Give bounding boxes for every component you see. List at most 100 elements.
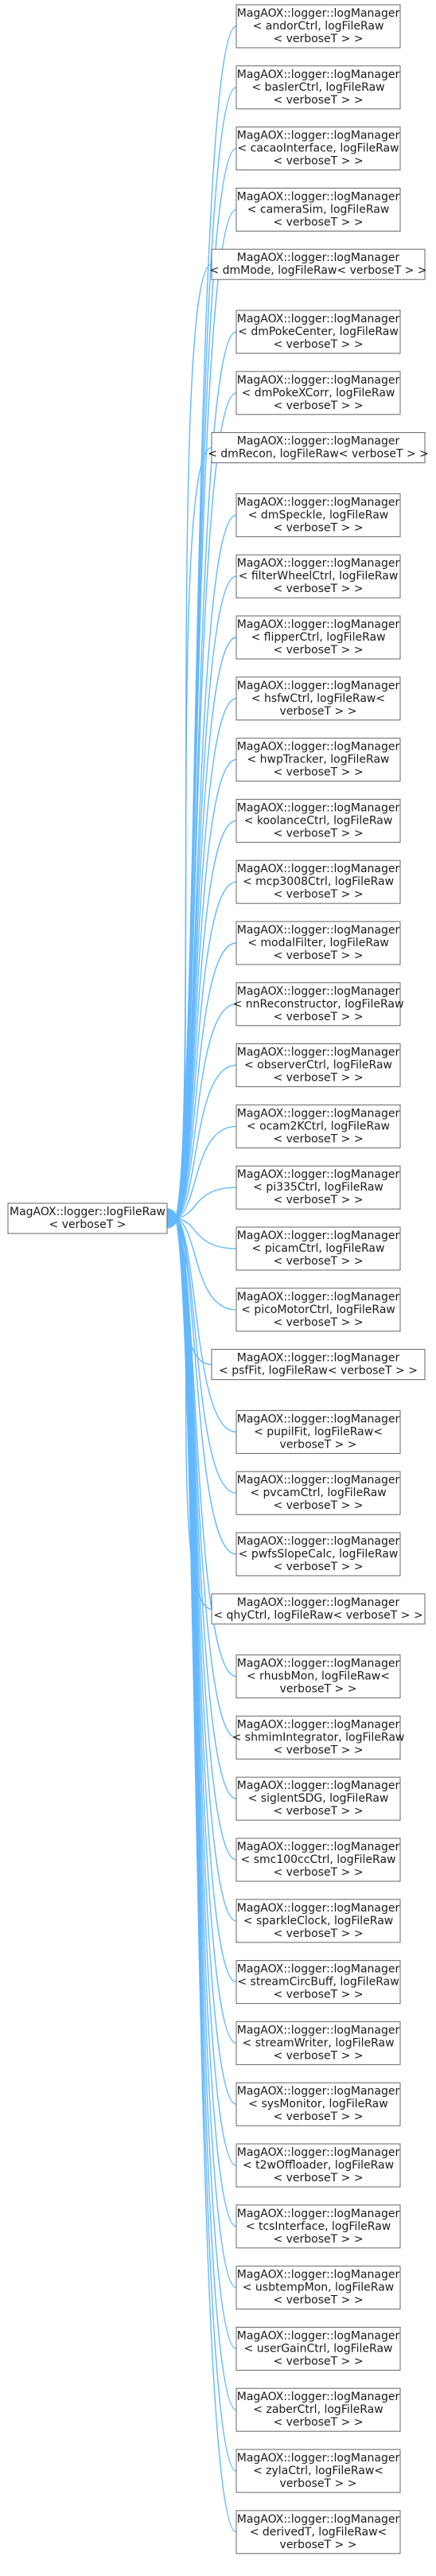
derived-class-36-label-line: MagAOX::logger::logManager (237, 2208, 400, 2220)
derived-class-1[interactable]: MagAOX::logger::logManager< baslerCtrl, … (236, 65, 401, 110)
derived-class-21-box (236, 1288, 401, 1332)
derived-class-31-label-line: MagAOX::logger::logManager (237, 1902, 400, 1915)
derived-class-37[interactable]: MagAOX::logger::logManager< usbtempMon, … (236, 2266, 401, 2310)
derived-class-7-label-line: < dmRecon, logFileRaw< verboseT > > (208, 448, 429, 461)
derived-class-33-label-line: < streamWriter, logFileRaw (242, 2036, 394, 2049)
derived-class-10[interactable]: MagAOX::logger::logManager< flipperCtrl,… (236, 615, 401, 660)
inheritance-edge (175, 263, 212, 1219)
derived-class-16[interactable]: MagAOX::logger::logManager< nnReconstruc… (233, 982, 404, 1027)
derived-class-17-label-line: MagAOX::logger::logManager (237, 1046, 400, 1059)
derived-class-40-label-line: verboseT > > (280, 2477, 357, 2490)
derived-class-19-label-line: < verboseT > > (273, 1194, 363, 1206)
inheritance-edge (175, 1218, 237, 1311)
derived-class-40-label-line: < zylaCtrl, logFileRaw< (253, 2465, 383, 2477)
derived-class-23-box (236, 1409, 401, 1454)
derived-class-29[interactable]: MagAOX::logger::logManager< siglentSDG, … (236, 1776, 401, 1821)
derived-class-25-box (236, 1532, 401, 1576)
derived-class-33-label-line: MagAOX::logger::logManager (237, 2024, 400, 2036)
derived-class-10-box (236, 615, 401, 660)
derived-class-17[interactable]: MagAOX::logger::logManager< observerCtrl… (236, 1043, 401, 1088)
derived-class-18[interactable]: MagAOX::logger::logManager< ocam2KCtrl, … (236, 1104, 401, 1148)
derived-class-12-label-line: MagAOX::logger::logManager (237, 741, 400, 754)
derived-class-38[interactable]: MagAOX::logger::logManager< userGainCtrl… (236, 2326, 401, 2371)
inheritance-edge (175, 1218, 237, 1249)
derived-class-26[interactable]: MagAOX::logger::logManager< qhyCtrl, log… (211, 1593, 426, 1625)
derived-class-33[interactable]: MagAOX::logger::logManager< streamWriter… (236, 2021, 401, 2065)
derived-class-25-label-line: < pwfsSlopeCalc, logFileRaw (239, 1548, 399, 1561)
derived-class-8-label-line: < verboseT > > (273, 521, 363, 534)
derived-class-39-label-line: MagAOX::logger::logManager (237, 2391, 400, 2403)
derived-class-20-box (236, 1226, 401, 1271)
derived-class-8-label-line: < dmSpeckle, logFileRaw (248, 509, 389, 521)
derived-class-13[interactable]: MagAOX::logger::logManager< koolanceCtrl… (236, 798, 401, 843)
derived-class-39[interactable]: MagAOX::logger::logManager< zaberCtrl, l… (236, 2387, 401, 2432)
derived-class-5[interactable]: MagAOX::logger::logManager< dmPokeCenter… (236, 310, 401, 354)
derived-class-5-label-line: MagAOX::logger::logManager (237, 313, 400, 325)
derived-class-36-label-line: < verboseT > > (273, 2233, 363, 2246)
inheritance-edge (175, 1218, 237, 2533)
derived-class-14-label-line: MagAOX::logger::logManager (237, 863, 400, 875)
derived-class-11[interactable]: MagAOX::logger::logManager< hsfwCtrl, lo… (236, 676, 401, 721)
derived-class-4[interactable]: MagAOX::logger::logManager< dmMode, logF… (209, 248, 427, 280)
inheritance-edge (175, 1064, 237, 1219)
derived-class-18-label-line: < verboseT > > (273, 1132, 363, 1145)
derived-class-22-label-line: < psfFit, logFileRaw< verboseT > > (219, 1365, 418, 1378)
derived-class-6-label-line: < verboseT > > (273, 399, 363, 412)
derived-class-32-label-line: < streamCircBuff, logFileRaw (237, 1976, 399, 1989)
derived-class-14[interactable]: MagAOX::logger::logManager< mcp3008Ctrl,… (236, 859, 401, 904)
derived-class-41-label-line: < derivedT, logFileRaw< (250, 2526, 387, 2539)
derived-class-21[interactable]: MagAOX::logger::logManager< picoMotorCtr… (236, 1288, 401, 1332)
derived-class-32[interactable]: MagAOX::logger::logManager< streamCircBu… (236, 1960, 401, 2005)
derived-class-27-label-line: < rhusbMon, logFileRaw< (247, 1670, 390, 1683)
derived-class-31[interactable]: MagAOX::logger::logManager< sparkleClock… (236, 1899, 401, 1943)
derived-class-40[interactable]: MagAOX::logger::logManager< zylaCtrl, lo… (236, 2449, 401, 2493)
derived-class-41-label-line: MagAOX::logger::logManager (237, 2513, 400, 2526)
derived-class-15-label-line: < modalFilter, logFileRaw (247, 937, 389, 949)
derived-class-25[interactable]: MagAOX::logger::logManager< pwfsSlopeCal… (236, 1532, 401, 1576)
derived-class-23[interactable]: MagAOX::logger::logManager< pupilFit, lo… (236, 1409, 401, 1454)
derived-class-12[interactable]: MagAOX::logger::logManager< hwpTracker, … (236, 738, 401, 782)
base-class-logfileraw-box (7, 1202, 168, 1234)
derived-class-15[interactable]: MagAOX::logger::logManager< modalFilter,… (236, 921, 401, 965)
derived-class-38-label-line: < verboseT > > (273, 2355, 363, 2368)
derived-class-23-label-line: MagAOX::logger::logManager (237, 1413, 400, 1425)
derived-class-7[interactable]: MagAOX::logger::logManager< dmRecon, log… (208, 432, 429, 464)
derived-class-30-label-line: < smc100ccCtrl, logFileRaw (241, 1853, 396, 1866)
derived-class-38-box (236, 2326, 401, 2371)
derived-class-20[interactable]: MagAOX::logger::logManager< picamCtrl, l… (236, 1226, 401, 1271)
derived-class-34[interactable]: MagAOX::logger::logManager< sysMonitor, … (236, 2082, 401, 2126)
derived-class-0[interactable]: MagAOX::logger::logManager< andorCtrl, l… (236, 4, 401, 49)
derived-class-19-box (236, 1165, 401, 1210)
derived-class-18-box (236, 1104, 401, 1148)
derived-class-12-label-line: < verboseT > > (273, 766, 363, 779)
derived-class-28[interactable]: MagAOX::logger::logManager< shmimIntegra… (232, 1715, 405, 1760)
derived-class-32-label-line: MagAOX::logger::logManager (237, 1963, 400, 1976)
derived-class-22[interactable]: MagAOX::logger::logManager< psfFit, logF… (211, 1349, 426, 1381)
derived-class-2[interactable]: MagAOX::logger::logManager< cacaoInterfa… (236, 127, 401, 171)
derived-class-11-label-line: < hsfwCtrl, logFileRaw< (251, 692, 385, 705)
derived-class-39-label-line: < zaberCtrl, logFileRaw (253, 2403, 383, 2416)
derived-class-24-box (236, 1471, 401, 1515)
derived-class-36[interactable]: MagAOX::logger::logManager< tcsInterface… (236, 2204, 401, 2249)
inheritance-edge (175, 446, 212, 1219)
derived-class-6[interactable]: MagAOX::logger::logManager< dmPokeXCorr,… (236, 371, 401, 415)
derived-class-24[interactable]: MagAOX::logger::logManager< pvcamCtrl, l… (236, 1471, 401, 1515)
derived-class-24-label-line: < verboseT > > (273, 1499, 363, 1512)
derived-class-41[interactable]: MagAOX::logger::logManager< derivedT, lo… (236, 2510, 401, 2555)
derived-class-8[interactable]: MagAOX::logger::logManager< dmSpeckle, l… (236, 493, 401, 537)
derived-class-30[interactable]: MagAOX::logger::logManager< smc100ccCtrl… (236, 1837, 401, 1882)
derived-class-2-label-line: < verboseT > > (273, 155, 363, 168)
derived-class-4-label-line: MagAOX::logger::logManager (237, 251, 400, 264)
derived-class-9[interactable]: MagAOX::logger::logManager< filterWheelC… (236, 554, 401, 598)
derived-class-19[interactable]: MagAOX::logger::logManager< pi335Ctrl, l… (236, 1165, 401, 1210)
derived-class-30-label-line: < verboseT > > (273, 1866, 363, 1879)
derived-class-15-label-line: MagAOX::logger::logManager (237, 924, 400, 937)
derived-class-35[interactable]: MagAOX::logger::logManager< t2wOffloader… (236, 2143, 401, 2188)
derived-class-3[interactable]: MagAOX::logger::logManager< cameraSim, l… (236, 187, 401, 232)
derived-class-27[interactable]: MagAOX::logger::logManager< rhusbMon, lo… (236, 1654, 401, 1699)
base-class-logfileraw[interactable]: MagAOX::logger::logFileRaw< verboseT > (7, 1202, 168, 1234)
inheritance-edge (175, 820, 237, 1219)
derived-class-2-label-line: < cacaoInterface, logFileRaw (237, 142, 399, 155)
derived-class-14-box (236, 859, 401, 904)
derived-class-12-label-line: < hwpTracker, logFileRaw (247, 754, 389, 766)
